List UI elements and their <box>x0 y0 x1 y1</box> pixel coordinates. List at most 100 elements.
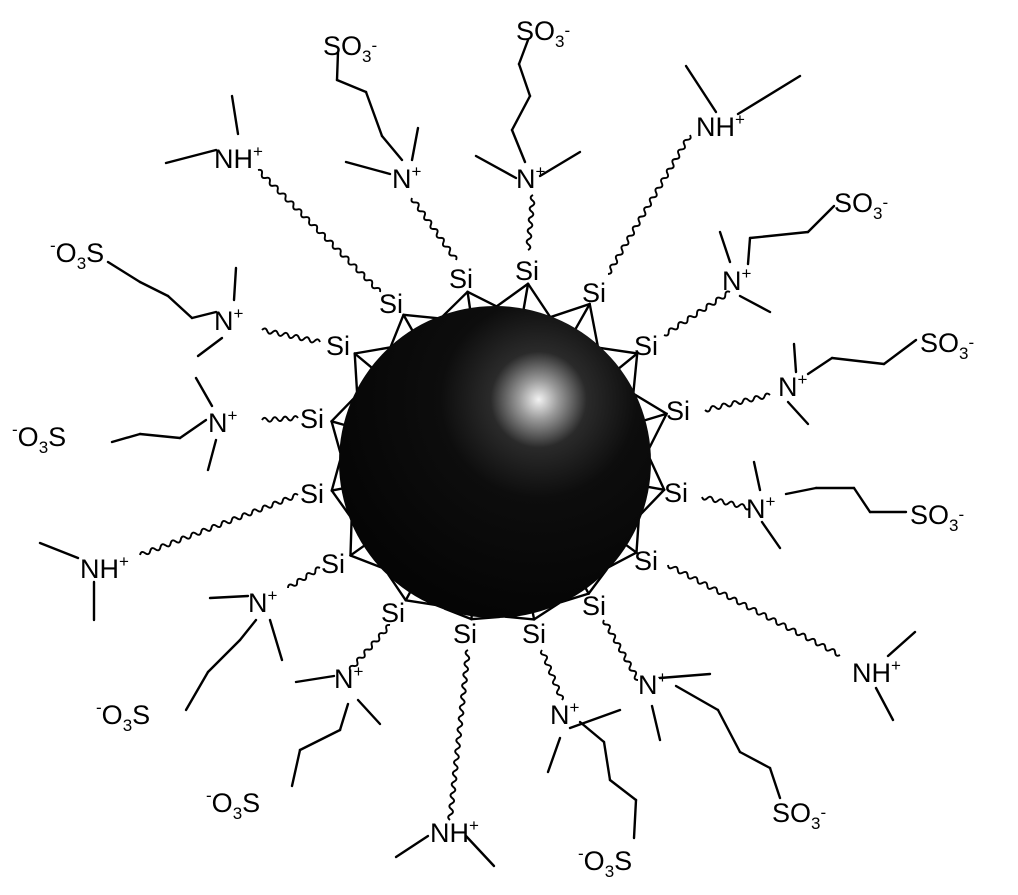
propyl-chain-bond <box>168 296 192 318</box>
propyl-chain-bond <box>208 640 240 672</box>
wavy-linker <box>664 291 730 335</box>
propyl-chain-bond <box>382 136 402 160</box>
si-atom-label: Si <box>634 546 658 576</box>
propyl-chain-bond <box>340 704 348 730</box>
si-surface-bond <box>332 461 340 491</box>
propyl-chain-bond <box>337 80 366 92</box>
si-atom-label: Si <box>634 331 658 361</box>
quaternary-n-group: N+ <box>516 162 546 194</box>
propyl-chain-bond <box>718 710 740 752</box>
methyl-bond <box>686 66 716 112</box>
methyl-bond <box>296 676 334 682</box>
si-surface-bond <box>496 284 528 307</box>
propyl-chain-bond <box>180 420 206 438</box>
methyl-bond <box>762 522 780 548</box>
propyl-chain-bond <box>740 752 770 768</box>
si-surface-bond <box>355 354 373 369</box>
propyl-chain-bond <box>192 312 216 318</box>
sulfonate-group: SO3- <box>910 500 964 535</box>
si-surface-bond <box>355 354 357 392</box>
wavy-linker <box>608 135 691 274</box>
si-surface-bond <box>350 545 365 556</box>
methyl-bond <box>794 344 796 372</box>
quaternary-n-group: N+ <box>638 668 668 700</box>
propyl-chain-bond <box>512 130 525 162</box>
propyl-chain-bond <box>748 238 750 264</box>
propyl-chain-bond <box>292 750 300 786</box>
wavy-linker <box>411 198 456 260</box>
wavy-linker <box>705 394 770 412</box>
sulfonate-group: -O3S <box>96 698 150 735</box>
si-atom-label: Si <box>300 404 324 434</box>
si-surface-bond <box>404 315 413 332</box>
propyl-chain-bond <box>108 262 140 282</box>
si-surface-bond <box>650 459 664 490</box>
methyl-bond <box>540 152 580 176</box>
propyl-chain-bond <box>519 64 530 96</box>
methyl-bond <box>198 338 222 356</box>
propyl-chain-bond <box>750 232 808 238</box>
si-atom-label: Si <box>582 591 606 621</box>
propyl-chain-bond <box>808 358 832 374</box>
methyl-bond <box>720 232 730 262</box>
si-atom-label: Si <box>582 278 606 308</box>
quaternary-n-group: N+ <box>778 370 808 402</box>
methyl-bond <box>40 543 78 558</box>
methyl-bond <box>888 632 915 656</box>
wavy-linker <box>258 170 380 292</box>
wavy-linker <box>140 494 298 555</box>
quaternary-n-group: N+ <box>208 406 238 438</box>
methyl-bond <box>270 620 282 660</box>
si-surface-bond <box>350 521 351 556</box>
propyl-chain-bond <box>786 488 816 494</box>
wavy-linker <box>262 328 320 342</box>
sulfonate-group: -O3S <box>206 786 260 823</box>
propyl-chain-bond <box>140 434 180 438</box>
propyl-chain-bond <box>832 358 884 364</box>
quaternary-n-group: N+ <box>214 304 244 336</box>
propyl-chain-bond <box>300 730 340 750</box>
methyl-bond <box>396 836 428 857</box>
wavy-linker <box>541 650 563 700</box>
sulfonate-group: SO3- <box>920 328 974 363</box>
quaternary-n-group: N+ <box>746 492 776 524</box>
propyl-chain-bond <box>112 434 140 442</box>
si-atom-label: Si <box>321 549 345 579</box>
methyl-bond <box>412 128 418 160</box>
propyl-chain-bond <box>366 92 382 136</box>
propyl-chain-bond <box>854 488 870 512</box>
silica-nanoparticle-core <box>339 306 651 618</box>
wavy-linker <box>702 497 750 510</box>
propyl-chain-bond <box>240 620 256 640</box>
sulfonate-group: SO3- <box>834 188 888 223</box>
quaternary-n-group: N+ <box>334 662 364 694</box>
quaternary-n-group: N+ <box>248 586 278 618</box>
wavy-linker <box>603 620 638 680</box>
wavy-linker <box>668 565 840 656</box>
ammonium-nh-group: NH+ <box>852 656 901 688</box>
methyl-bond <box>166 150 216 163</box>
si-atom-label: Si <box>453 619 477 649</box>
sulfonate-group: -O3S <box>12 420 66 457</box>
methyl-bond <box>232 96 238 134</box>
si-surface-bond <box>468 292 498 307</box>
si-atom-label: Si <box>515 256 539 286</box>
si-atom-label: Si <box>449 264 473 294</box>
propyl-chain-bond <box>884 340 916 364</box>
propyl-chain-bond <box>186 672 208 710</box>
methyl-bond <box>196 378 212 406</box>
methyl-bond <box>476 156 516 178</box>
quaternary-n-group: N+ <box>392 162 422 194</box>
si-atom-label: Si <box>522 619 546 649</box>
sulfonate-group: -O3S <box>578 844 632 881</box>
propyl-chain-bond <box>770 768 780 798</box>
si-atom-label: Si <box>381 598 405 628</box>
propyl-chain-bond <box>512 96 530 130</box>
si-atom-label: Si <box>666 396 690 426</box>
si-surface-bond <box>404 315 438 318</box>
methyl-bond <box>740 296 770 312</box>
sulfonate-group: -O3S <box>50 236 104 273</box>
propyl-chain-bond <box>140 282 168 296</box>
